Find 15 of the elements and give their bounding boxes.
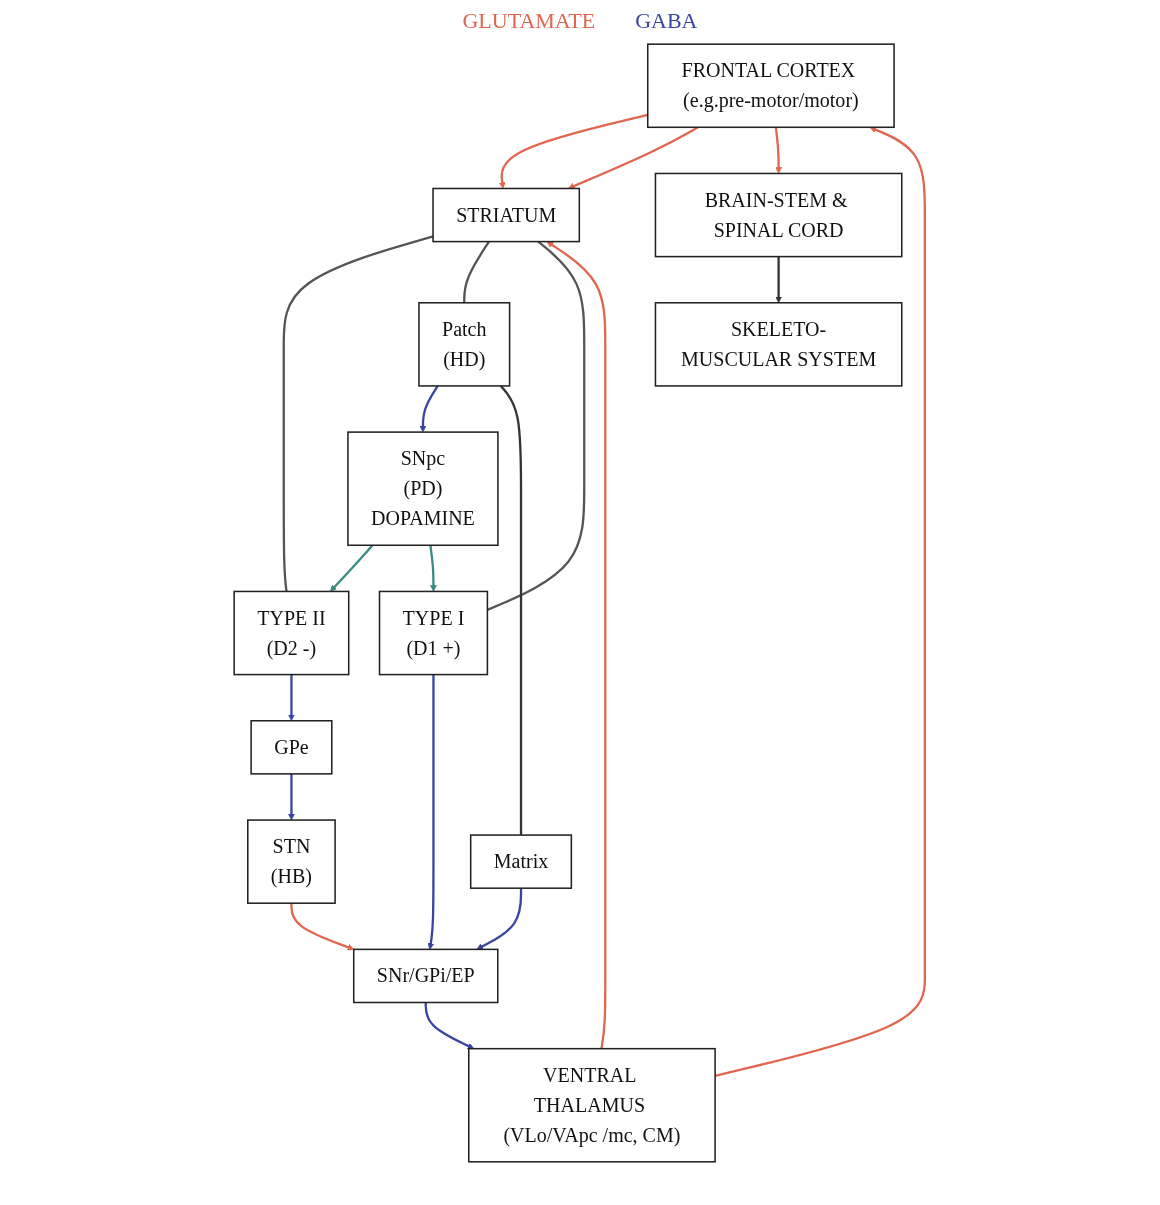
node-box: STRIATUM — [432, 187, 581, 243]
node-box: SNr/GPi/EP — [353, 948, 500, 1004]
node-box: TYPE I (D1 +) — [379, 590, 489, 676]
node-box: FRONTAL CORTEX (e.g.pre-motor/motor) — [647, 43, 896, 129]
transmitter-label: GLUTAMATE — [462, 8, 596, 34]
node-box: STN (HB) — [247, 819, 337, 904]
node-box: SNpc (PD) DOPAMINE — [347, 431, 500, 547]
node-box: Patch (HD) — [418, 302, 511, 387]
node-box: BRAIN-STEM & SPINAL CORD — [655, 172, 903, 258]
node-box: SKELETO-MUSCULAR SYSTEM — [655, 302, 903, 387]
transmitter-label: GABA — [635, 8, 698, 34]
node-box: GPe — [250, 720, 333, 775]
node-box: Matrix — [470, 834, 573, 889]
node-box: TYPE II (D2 -) — [233, 590, 350, 676]
node-box: VENTRAL THALAMUS (VLo/VApc /mc, CM) — [468, 1047, 717, 1163]
